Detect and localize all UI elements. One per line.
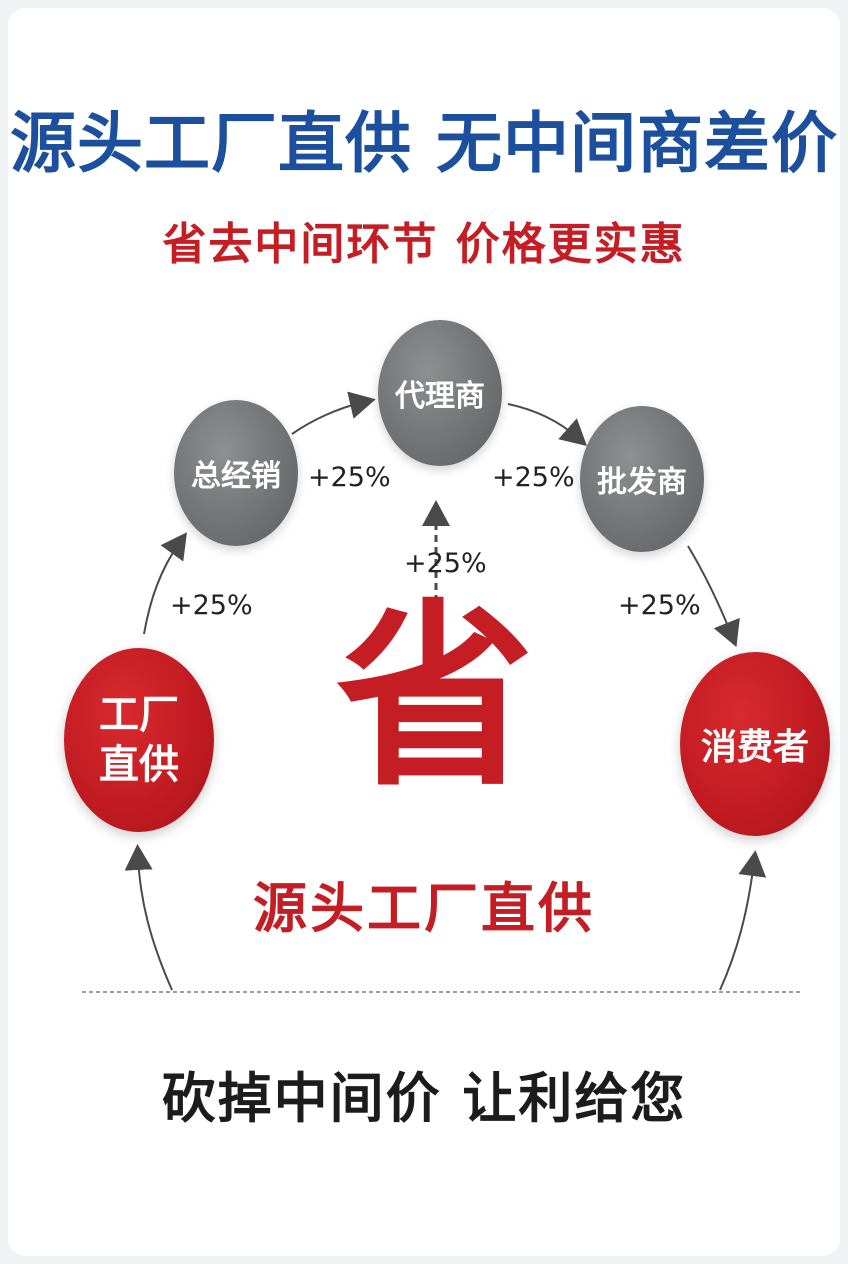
node-agent: 代理商 bbox=[378, 320, 502, 466]
center-tagline: 源头工厂直供 bbox=[253, 877, 595, 940]
node-consumer-label: 消费者 bbox=[700, 727, 809, 768]
node-agent-label: 代理商 bbox=[395, 379, 485, 414]
node-general-distributor: 总经销 bbox=[174, 400, 298, 546]
markup-agent-to-wholesaler: +25% bbox=[492, 462, 575, 493]
node-wholesaler: 批发商 bbox=[580, 406, 704, 552]
markup-general-to-agent: +25% bbox=[308, 462, 391, 493]
node-general-distributor-label: 总经销 bbox=[191, 459, 281, 494]
arrow-general-to-agent bbox=[291, 391, 376, 435]
arrow-baseline-to-consumer bbox=[719, 850, 767, 991]
node-consumer: 消费者 bbox=[680, 652, 830, 836]
node-factory-label: 工厂 直供 bbox=[99, 692, 179, 788]
arrow-baseline-to-factory bbox=[124, 844, 173, 991]
arrow-factory-to-general bbox=[143, 532, 187, 635]
arrow-agent-to-wholesaler bbox=[507, 403, 587, 446]
main-title: 源头工厂直供 无中间商差价 bbox=[10, 105, 838, 182]
markup-factory-to-general: +25% bbox=[170, 590, 253, 621]
markup-wholesaler-to-consumer: +25% bbox=[618, 590, 701, 621]
poster-card bbox=[8, 8, 840, 1256]
node-factory: 工厂 直供 bbox=[64, 648, 214, 832]
node-wholesaler-label: 批发商 bbox=[597, 465, 687, 500]
footer-slogan: 砍掉中间价 让利给您 bbox=[161, 1067, 687, 1130]
markup-center: +25% bbox=[404, 548, 487, 579]
subtitle: 省去中间环节 价格更实惠 bbox=[162, 219, 686, 270]
arrow-wholesaler-to-consumer bbox=[687, 545, 740, 648]
save-character: 省 bbox=[336, 582, 534, 813]
